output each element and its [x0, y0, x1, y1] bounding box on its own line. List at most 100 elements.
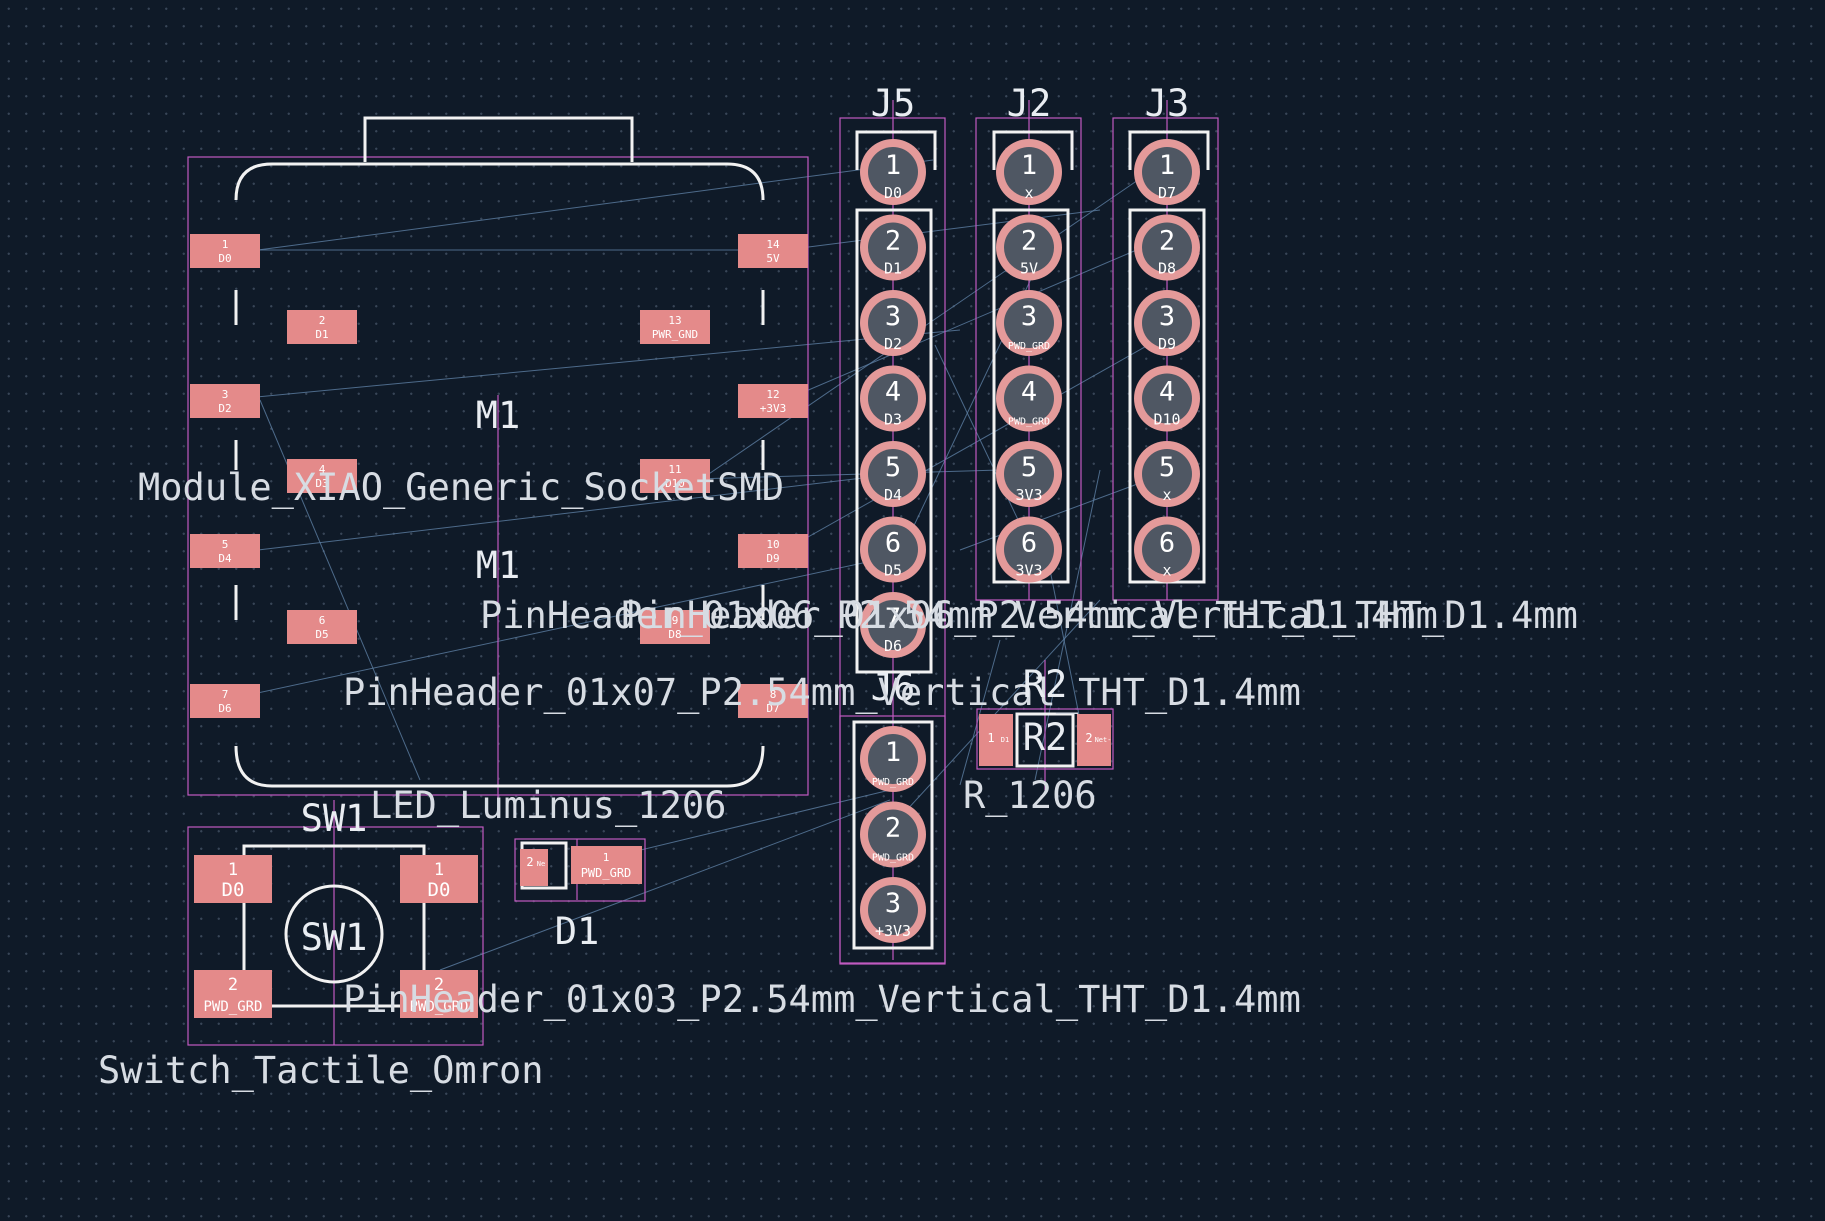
pad-net-name: D10: [1153, 411, 1180, 429]
pad-number: 5: [885, 452, 901, 483]
j6-drill: [868, 809, 918, 860]
pad-net-name: D8: [668, 628, 681, 641]
pad-number: 2: [885, 226, 901, 257]
label-layer: M1 M1 Module_XIAO_Generic_SocketSMD J5 J…: [98, 82, 1578, 1093]
ratsnest-line: [257, 159, 934, 251]
pad-net-name: D1: [884, 260, 902, 278]
j2-drill: [1004, 147, 1054, 197]
d1-reference[interactable]: D1: [555, 910, 600, 953]
pad-net-name: Net-: [1095, 736, 1112, 744]
smd-pad: [738, 234, 808, 268]
smd-pad: [190, 534, 260, 568]
pad-net-name: D3: [315, 477, 328, 490]
smd-pad: [640, 610, 710, 644]
m1-reference[interactable]: M1: [476, 394, 521, 437]
pad-net-name: +3V3: [760, 402, 787, 415]
pad-net-name: PWD_GRD: [203, 999, 262, 1015]
ratsnest-line: [659, 469, 1001, 481]
pad-net-name: D8: [1158, 260, 1176, 278]
pad-net-name: D0: [218, 252, 231, 265]
ratsnest-line: [934, 344, 1031, 546]
silkscreen-layer: [234, 116, 1210, 1008]
r2-footprint-name[interactable]: R_1206: [963, 774, 1097, 818]
j6-reference[interactable]: J6: [871, 666, 916, 709]
pad-net-name: 3V3: [1015, 486, 1042, 504]
sw1-footprint-name[interactable]: Switch_Tactile_Omron: [98, 1049, 544, 1093]
sw1-reference[interactable]: SW1: [301, 797, 368, 840]
ratsnest-line: [959, 639, 1001, 786]
pad-number: 4: [1021, 377, 1037, 408]
ratsnest-line: [619, 789, 891, 856]
j5-reference[interactable]: J5: [871, 82, 916, 125]
pad-number: 2: [526, 855, 533, 869]
r2-reference[interactable]: R2: [1023, 663, 1068, 706]
pad-net-name: D5: [315, 628, 328, 641]
r2-pad: [979, 714, 1013, 766]
pad-number: 8: [770, 688, 777, 701]
m1-antenna-outline: [363, 116, 634, 162]
courtyard-outline: [187, 826, 484, 1046]
pad-net-name: +3V3: [875, 922, 911, 940]
pad-number: 2: [319, 314, 326, 327]
pad-number: 13: [668, 314, 681, 327]
pad-number: 1: [222, 238, 229, 251]
ratsnest-line: [784, 209, 1101, 251]
smd-pad: [190, 234, 260, 268]
smd-pad: [738, 384, 808, 418]
j5-footprint-name[interactable]: PinHeader_01x07_P2.54mm_Vertical_THT_D1.…: [343, 671, 1301, 715]
j3-reference[interactable]: J3: [1145, 82, 1190, 125]
pad-number: 5: [222, 538, 229, 551]
j3-footprint-name[interactable]: PinHeader_01x06_P2.54mm_Vertical_THT_D1.…: [620, 594, 1578, 638]
pad-net-name: D5: [884, 562, 902, 580]
r2-value-reference[interactable]: R2: [1023, 716, 1068, 759]
ratsnest-line: [439, 799, 891, 971]
pad-net-name: PWD_GRD: [872, 853, 914, 864]
j5-drill: [868, 373, 918, 424]
j5-drill: [868, 147, 918, 197]
pad-number: 7: [222, 688, 229, 701]
j6-drill: [868, 734, 918, 784]
sw1-value-reference[interactable]: SW1: [301, 916, 368, 959]
smd-pad: [190, 684, 260, 718]
pad-net-name: D7: [766, 702, 779, 715]
r2-silk-outline: [1015, 712, 1075, 768]
j6-footprint-name[interactable]: PinHeader_01x03_P2.54mm_Vertical_THT_D1.…: [343, 978, 1301, 1022]
j5-drill: [868, 524, 918, 575]
pin1-marker: [992, 130, 1074, 170]
j2-drill: [1004, 449, 1054, 499]
pad-number: 2: [885, 813, 901, 844]
m1-value-reference[interactable]: M1: [476, 544, 521, 587]
j3-drill: [1142, 222, 1192, 273]
pad-number: 10: [766, 538, 779, 551]
pad-net-name: PWD_GRD: [1008, 341, 1050, 352]
smd-pad: [738, 684, 808, 718]
pad-net-name: D3: [884, 411, 902, 429]
pad-net-name: PWD_GRD: [409, 999, 468, 1015]
pad-number: 3: [885, 888, 901, 919]
pad-number: 4: [319, 463, 326, 476]
ratsnest-line: [257, 469, 931, 551]
j3-drill: [1142, 147, 1192, 197]
smd-pad: [287, 459, 357, 493]
j2-reference[interactable]: J2: [1007, 82, 1052, 125]
j5-drill: [868, 600, 918, 650]
pad-net-name: D1: [315, 328, 328, 341]
smd-pad: [640, 459, 710, 493]
pin1-marker: [1128, 130, 1210, 170]
pad-net-name: D1: [1001, 736, 1009, 744]
pad-number: 2: [1021, 226, 1037, 257]
j2-footprint-name[interactable]: PinHeader_01x06_P2.54mm_Vertical_THT_D1.…: [480, 594, 1438, 638]
sw1-pad: [194, 970, 272, 1018]
pad-net-name: D7: [1158, 184, 1176, 202]
r2-pad: [1077, 714, 1111, 766]
d1-pad: [571, 846, 642, 884]
smd-pad: [738, 534, 808, 568]
pad-number: 14: [766, 238, 780, 251]
pad-number: 12: [766, 388, 779, 401]
d1-footprint-name[interactable]: LED_Luminus_1206: [370, 784, 726, 828]
pad-number: 1: [987, 731, 994, 745]
m1-footprint-name[interactable]: Module_XIAO_Generic_SocketSMD: [138, 466, 784, 510]
pad-net-name: D0: [884, 184, 902, 202]
m1-outline-bottom: [234, 745, 765, 788]
